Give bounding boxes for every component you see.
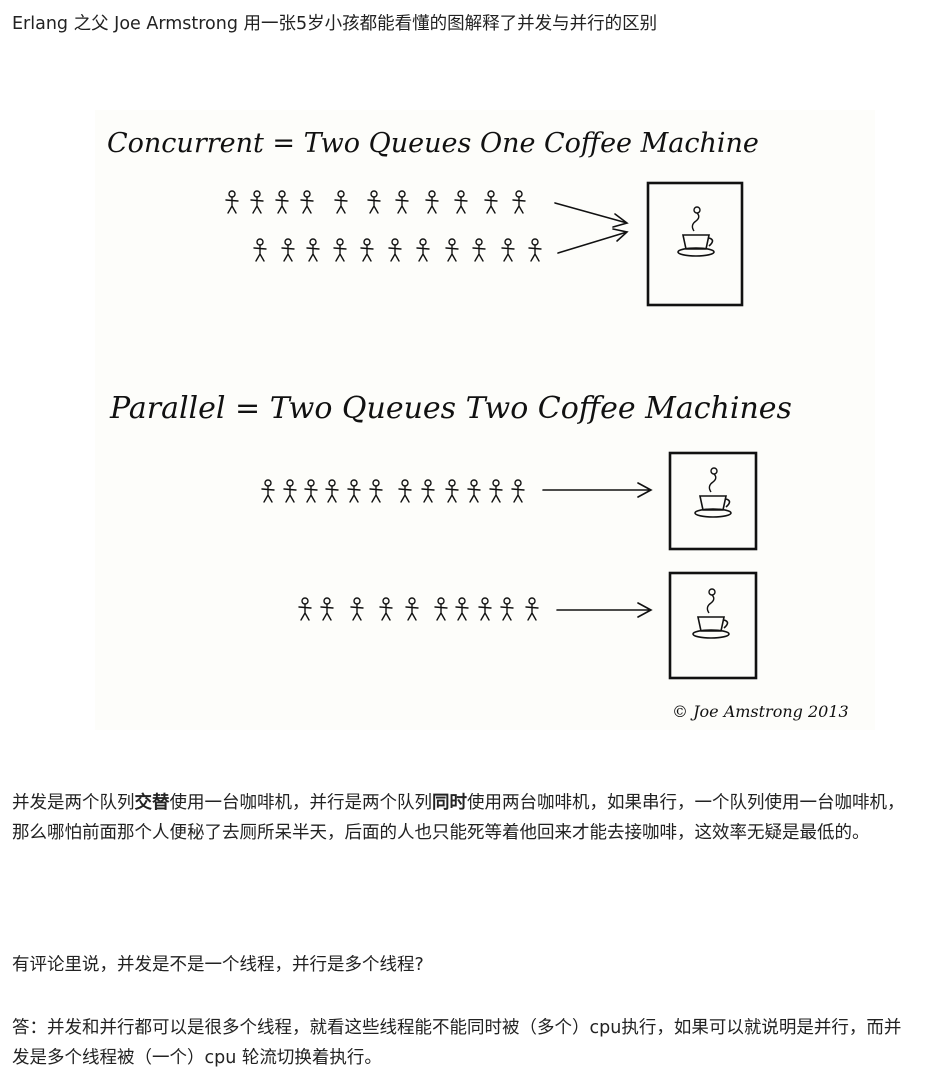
stick-figure-icon xyxy=(472,238,486,262)
arrow-right-icon xyxy=(556,602,653,618)
stick-figure-icon xyxy=(484,190,498,214)
stick-figure-icon xyxy=(405,597,419,621)
emphasis-simultaneous: 同时 xyxy=(432,793,467,813)
stick-figure-icon xyxy=(333,238,347,262)
coffee-machine-icon xyxy=(668,571,758,680)
stick-figure-icon xyxy=(445,238,459,262)
coffee-machine-icon xyxy=(668,451,758,551)
parallel-heading: Parallel = Two Queues Two Coffee Machine… xyxy=(109,391,792,426)
stick-figure-icon xyxy=(500,597,514,621)
coffee-cup-icon xyxy=(694,467,732,518)
stick-figure-icon xyxy=(501,238,515,262)
stick-figure-icon xyxy=(425,190,439,214)
stick-figure-icon xyxy=(478,597,492,621)
stick-figure-icon xyxy=(467,479,481,503)
stick-figure-icon xyxy=(421,479,435,503)
explanation-paragraph: 并发是两个队列交替使用一台咖啡机，并行是两个队列同时使用两台咖啡机，如果串行，一… xyxy=(12,788,917,848)
stick-figure-icon xyxy=(379,597,393,621)
concurrency-illustration: Concurrent = Two Queues One Coffee Machi… xyxy=(95,110,875,730)
stick-figure-icon xyxy=(334,190,348,214)
stick-figure-icon xyxy=(367,190,381,214)
coffee-machine-icon xyxy=(646,181,744,307)
stick-figure-icon xyxy=(398,479,412,503)
emphasis-alternating: 交替 xyxy=(134,793,170,813)
arrow-right-icon xyxy=(554,202,629,228)
comment-question: 有评论里说，并发是不是一个线程，并行是多个线程? xyxy=(12,955,424,975)
stick-figure-icon xyxy=(528,238,542,262)
stick-figure-icon xyxy=(320,597,334,621)
stick-figure-icon xyxy=(275,190,289,214)
answer-paragraph: 答：并发和并行都可以是很多个线程，就看这些线程能不能同时被（多个）cpu执行，如… xyxy=(12,1018,902,1068)
stick-figure-icon xyxy=(347,479,361,503)
stick-figure-icon xyxy=(281,238,295,262)
stick-figure-icon xyxy=(489,479,503,503)
stick-figure-icon xyxy=(253,238,267,262)
paragraph-text: 并发是两个队列 xyxy=(12,793,135,813)
stick-figure-icon xyxy=(395,190,409,214)
paragraph-text: 使用两台咖啡机，如果串行，一个队列使用一台咖啡机，那么哪怕前面那个人便秘了去厕所… xyxy=(12,793,905,843)
stick-figure-icon xyxy=(298,597,312,621)
stick-figure-icon xyxy=(306,238,320,262)
stick-figure-icon xyxy=(325,479,339,503)
stick-figure-icon xyxy=(304,479,318,503)
coffee-cup-icon xyxy=(677,206,715,257)
arrow-right-icon xyxy=(542,482,653,498)
stick-figure-icon xyxy=(511,479,525,503)
stick-figure-icon xyxy=(225,190,239,214)
stick-figure-icon xyxy=(250,190,264,214)
stick-figure-icon xyxy=(261,479,275,503)
stick-figure-icon xyxy=(369,479,383,503)
stick-figure-icon xyxy=(300,190,314,214)
queue-1 xyxy=(261,479,525,503)
stick-figure-icon xyxy=(455,597,469,621)
stick-figure-icon xyxy=(416,238,430,262)
copyright-signature: © Joe Amstrong 2013 xyxy=(672,702,849,721)
stick-figure-icon xyxy=(434,597,448,621)
article-title: Erlang 之父 Joe Armstrong 用一张5岁小孩都能看懂的图解释了… xyxy=(12,14,658,34)
paragraph-text: 使用一台咖啡机，并行是两个队列 xyxy=(169,793,433,813)
stick-figure-icon xyxy=(454,190,468,214)
queue-2 xyxy=(298,597,539,621)
stick-figure-icon xyxy=(525,597,539,621)
coffee-cup-icon xyxy=(692,588,730,639)
queue-1 xyxy=(225,190,526,214)
queue-2 xyxy=(253,238,542,262)
stick-figure-icon xyxy=(445,479,459,503)
concurrent-heading: Concurrent = Two Queues One Coffee Machi… xyxy=(107,128,759,159)
arrow-right-icon xyxy=(557,228,629,254)
stick-figure-icon xyxy=(360,238,374,262)
stick-figure-icon xyxy=(283,479,297,503)
stick-figure-icon xyxy=(350,597,364,621)
stick-figure-icon xyxy=(512,190,526,214)
stick-figure-icon xyxy=(388,238,402,262)
